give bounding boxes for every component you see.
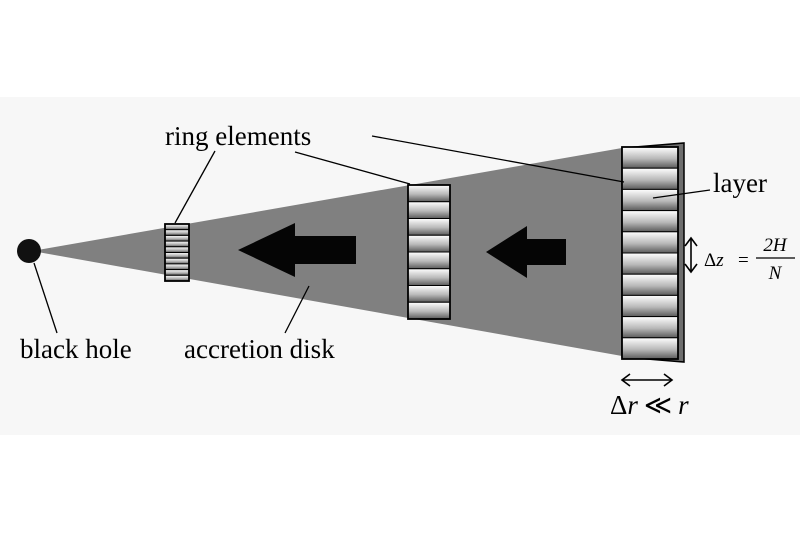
- ring-medium-layer: [407, 218, 451, 236]
- formula-dr-delta: Δ: [610, 390, 627, 420]
- formula-dz-denominator: N: [768, 263, 783, 284]
- ring-large-layer: [621, 273, 679, 296]
- label-ring-elements: ring elements: [165, 121, 311, 151]
- ring-medium-layer: [407, 251, 451, 270]
- ring-small-layer: [164, 257, 190, 265]
- leader-layer: [652, 189, 711, 199]
- formula-delta-r: Δr≪r: [610, 390, 689, 420]
- svg-text:Δz: Δz: [704, 250, 724, 271]
- ring-medium-layer: [407, 184, 451, 203]
- ring-medium-layer: [407, 285, 451, 303]
- delta-z-arrow: [684, 236, 698, 274]
- ring-medium-layer: [407, 234, 451, 253]
- ring-large-layer: [621, 167, 679, 190]
- ring-small-layer: [164, 252, 190, 259]
- ring-element-large: [621, 146, 679, 360]
- ring-medium-outline: [407, 184, 451, 320]
- inflow-arrow-large: [238, 223, 356, 277]
- ring-large-layer: [621, 252, 679, 275]
- ring-large-layer: [621, 337, 679, 360]
- formula-dz-equals: =: [738, 250, 749, 271]
- ring-small-layer: [164, 240, 190, 248]
- ring-large-outline: [621, 146, 679, 360]
- ring-large-layer: [621, 210, 679, 233]
- ring-small-layer: [164, 263, 190, 271]
- formula-dr-relation: ≪: [644, 390, 672, 420]
- leader-ring-small: [174, 150, 216, 224]
- black-hole-circle: [17, 239, 41, 263]
- ring-element-small: [164, 223, 190, 282]
- formula-dr-lhs: r: [627, 390, 638, 420]
- inflow-arrow-small: [486, 226, 566, 278]
- ring-large-layer: [621, 294, 679, 318]
- ring-large-layer: [621, 231, 679, 254]
- formula-dz-delta: Δ: [704, 250, 716, 271]
- ring-medium-layer: [407, 268, 451, 286]
- ring-medium-layer: [407, 301, 451, 320]
- ring-small-layer: [164, 246, 190, 254]
- ring-large-layer: [621, 146, 679, 169]
- leader-ring-large: [371, 135, 625, 183]
- label-black-hole: black hole: [20, 334, 132, 364]
- formula-delta-z: Δz = 2H N: [704, 235, 795, 284]
- ring-small-outline: [164, 223, 190, 282]
- ring-medium-layer: [407, 201, 451, 219]
- ring-large-layer: [621, 188, 679, 212]
- ring-small-layer: [164, 229, 190, 236]
- ring-small-layer: [164, 269, 190, 276]
- formula-dz-numerator: 2H: [763, 235, 788, 256]
- delta-r-arrow: [620, 373, 674, 387]
- leader-accretion-disk: [284, 285, 310, 334]
- formula-dz-var: z: [715, 250, 724, 271]
- ring-small-layer: [164, 234, 190, 242]
- ring-large-layer: [621, 316, 679, 339]
- label-layer: layer: [713, 168, 767, 198]
- leader-ring-medium: [294, 151, 411, 185]
- ring-element-medium: [407, 184, 451, 320]
- label-accretion-disk: accretion disk: [184, 334, 335, 364]
- leader-lines: [33, 135, 711, 334]
- leader-black-hole: [33, 262, 58, 334]
- formula-dr-rhs: r: [678, 390, 689, 420]
